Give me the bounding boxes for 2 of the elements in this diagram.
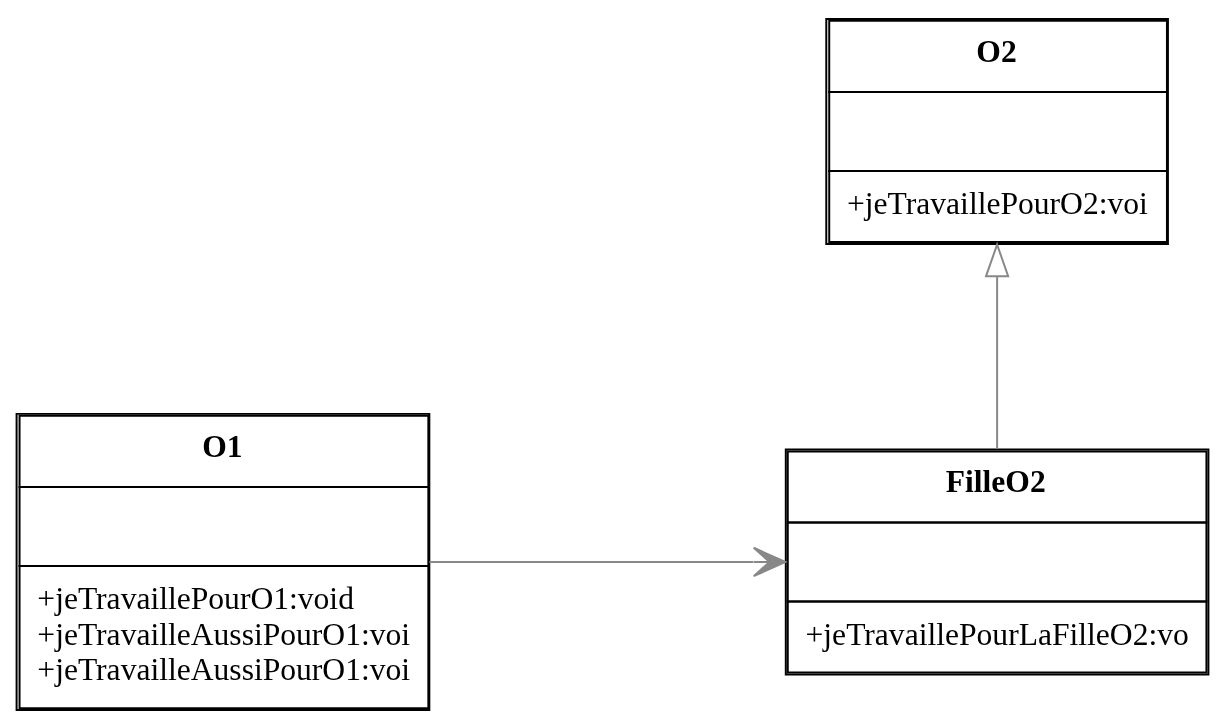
arrow [428,546,787,577]
arrow [984,241,1010,450]
